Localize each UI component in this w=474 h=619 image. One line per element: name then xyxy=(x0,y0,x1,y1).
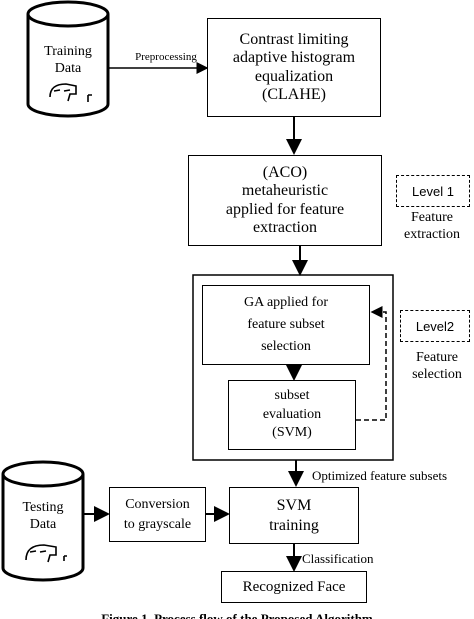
svm-training-text: SVM training xyxy=(269,497,319,534)
conversion-box: Conversion to grayscale xyxy=(109,487,206,542)
subset-evaluation-box: subset evaluation (SVM) xyxy=(228,380,356,450)
training-data-cylinder xyxy=(26,0,110,118)
feature-extraction-label: Feature extraction xyxy=(404,210,460,242)
level2-box: Level2 xyxy=(400,310,470,342)
level1-box: Level 1 xyxy=(396,175,470,207)
ga-text: GA applied for feature subset selection xyxy=(244,295,328,354)
testing-face-icon xyxy=(25,544,67,563)
recognized-face-text: Recognized Face xyxy=(242,578,346,595)
aco-box: (ACO) metaheuristic applied for feature … xyxy=(188,155,382,246)
feature-selection-label: Feature selection xyxy=(412,350,462,382)
arrow-eval-feedback xyxy=(356,306,387,421)
optimized-subsets-label: Optimized feature subsets xyxy=(312,468,448,483)
recognized-face-box: Recognized Face xyxy=(221,571,367,603)
clahe-box: Contrast limiting adaptive histogram equ… xyxy=(207,18,381,117)
testing-data-cylinder xyxy=(1,460,85,582)
classification-label: Classification xyxy=(302,551,374,566)
aco-text: (ACO) metaheuristic applied for feature … xyxy=(225,163,345,236)
preprocessing-label: Preprocessing xyxy=(135,51,197,63)
figure-caption: Figure 1. Process flow of the Proposed A… xyxy=(101,611,373,619)
training-face-icon xyxy=(49,83,92,102)
level2-text: Level2 xyxy=(415,318,455,334)
testing-data-label: Testing Data xyxy=(22,500,64,532)
subset-evaluation-text: subset evaluation (SVM) xyxy=(262,387,322,441)
ga-box: GA applied for feature subset selection xyxy=(202,285,370,365)
svm-training-box: SVM training xyxy=(229,487,359,544)
training-data-label: Training Data xyxy=(44,44,92,76)
level1-text: Level 1 xyxy=(412,183,454,199)
conversion-text: Conversion to grayscale xyxy=(123,496,192,532)
clahe-text: Contrast limiting adaptive histogram equ… xyxy=(232,30,356,103)
